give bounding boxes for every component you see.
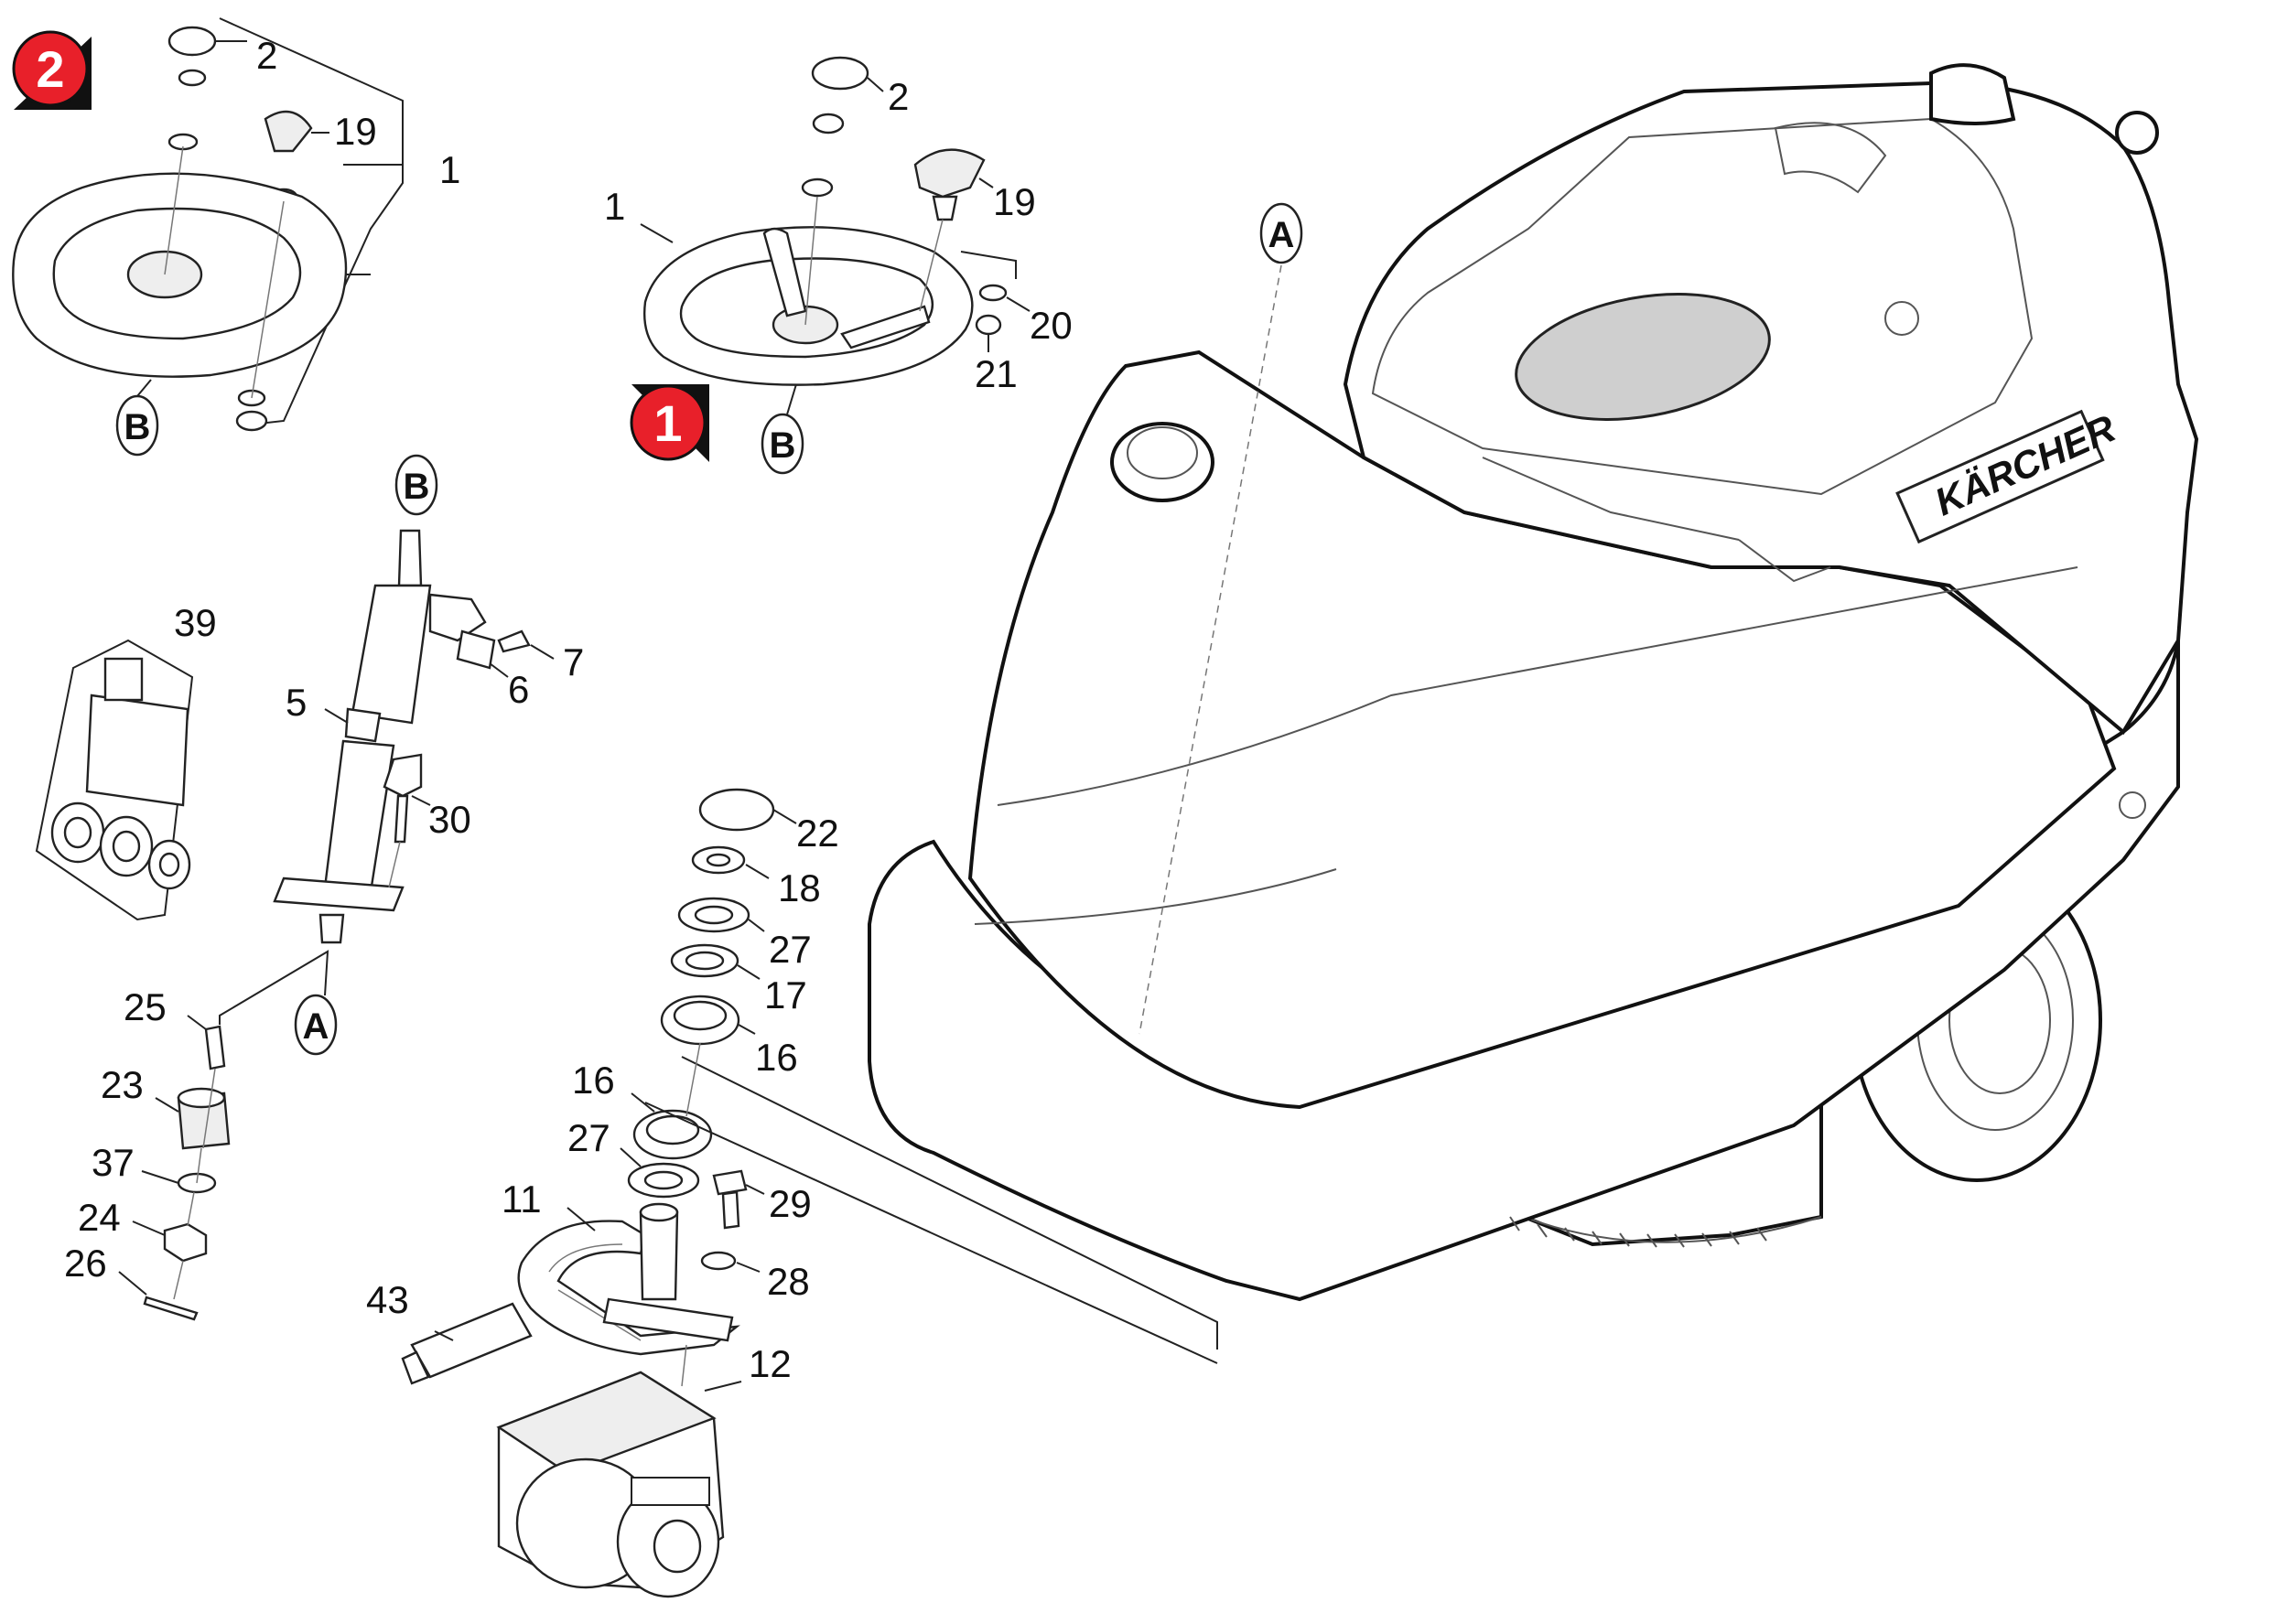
pin-25 (204, 1025, 226, 1070)
ref-a-column (294, 994, 338, 1056)
steering-column-lower (323, 739, 395, 894)
scrubber-machine-body: KÄRCHER (868, 63, 2199, 1302)
part-label-29: 29 (769, 1182, 812, 1225)
badge-1: 1 (630, 384, 709, 462)
part-label-19-inset: 19 (334, 110, 377, 153)
part-label-16-lower: 16 (572, 1059, 615, 1102)
ref-a-machine: A (1259, 202, 1303, 264)
washer-28 (700, 1251, 737, 1271)
ref-b-label-column: B (404, 467, 430, 507)
part-label-11: 11 (502, 1178, 542, 1221)
pinion-stack (143, 1025, 231, 1321)
part-label-2: 2 (888, 75, 909, 118)
king-pin (639, 1210, 679, 1301)
ref-b-inset-1 (761, 413, 804, 475)
part-label-19: 19 (993, 180, 1036, 223)
knob-19-inset (264, 110, 313, 153)
part-label-27: 27 (769, 928, 812, 971)
filler-cap (1110, 422, 1214, 502)
cotter-pin-26 (143, 1296, 199, 1321)
knob-19 (913, 148, 986, 199)
grease-tube-43 (410, 1302, 533, 1379)
part-label-37: 37 (92, 1141, 135, 1184)
badge-2: 2 (12, 30, 92, 110)
part-label-22: 22 (796, 812, 839, 855)
ref-b-label-inset-2: B (124, 407, 151, 447)
part-label-18: 18 (778, 866, 821, 909)
badge-1-number: 1 (653, 394, 682, 452)
part-label-39: 39 (174, 601, 217, 644)
part-label-1-inset: 1 (439, 148, 460, 191)
part-label-26: 26 (64, 1242, 107, 1285)
part-label-7: 7 (563, 640, 584, 683)
ref-a-label-column: A (303, 1006, 329, 1047)
part-label-20: 20 (1030, 304, 1073, 347)
part-label-6: 6 (508, 668, 529, 711)
nut-24 (163, 1222, 208, 1263)
wheel-hub-stack (401, 788, 1218, 1598)
part-label-25: 25 (124, 985, 167, 1028)
part-label-43: 43 (366, 1278, 409, 1321)
part-label-28: 28 (767, 1260, 810, 1303)
cap-2 (811, 56, 869, 91)
ref-b-column (394, 454, 438, 516)
part-number-labels: 2 19 1 2 19 1 20 21 7 6 5 30 39 25 23 37… (64, 34, 1073, 1392)
bracket-6 (456, 629, 496, 670)
part-label-1: 1 (604, 185, 625, 228)
bolt-29 (712, 1169, 748, 1196)
screw-7 (497, 629, 531, 653)
inset-2-steering-wheel: 2 B (12, 17, 404, 457)
screw-30 (383, 753, 423, 798)
part-label-2-inset: 2 (256, 34, 277, 77)
top-handle (1929, 63, 2016, 125)
part-label-12: 12 (749, 1342, 792, 1385)
steering-column-upper (351, 584, 432, 725)
part-label-24: 24 (78, 1196, 121, 1239)
cap-22 (698, 788, 775, 832)
tank-window (1515, 293, 1771, 421)
part-label-16: 16 (755, 1036, 798, 1079)
part-label-27-lower: 27 (567, 1116, 610, 1159)
column-flange (273, 877, 405, 912)
gear-segment-11 (517, 1220, 740, 1356)
upper-shell (967, 350, 2117, 1110)
cap-2-inset (167, 26, 217, 57)
clamp-5 (344, 707, 382, 743)
steering-column-assembly: B A (219, 454, 531, 1056)
part-label-5: 5 (286, 681, 307, 724)
key-switch (2115, 111, 2159, 155)
badge-2-number: 2 (36, 40, 64, 98)
oil-bottle (85, 694, 189, 807)
service-kit-39 (35, 639, 194, 921)
part-label-21: 21 (975, 352, 1018, 395)
part-label-17: 17 (764, 973, 807, 1016)
ref-b-label-inset-1: B (770, 425, 796, 466)
ref-a-label-machine: A (1268, 215, 1295, 255)
inset-1-steering-wheel: 1 B (630, 56, 1017, 475)
part-label-30: 30 (428, 798, 471, 841)
part-label-23: 23 (101, 1063, 144, 1106)
